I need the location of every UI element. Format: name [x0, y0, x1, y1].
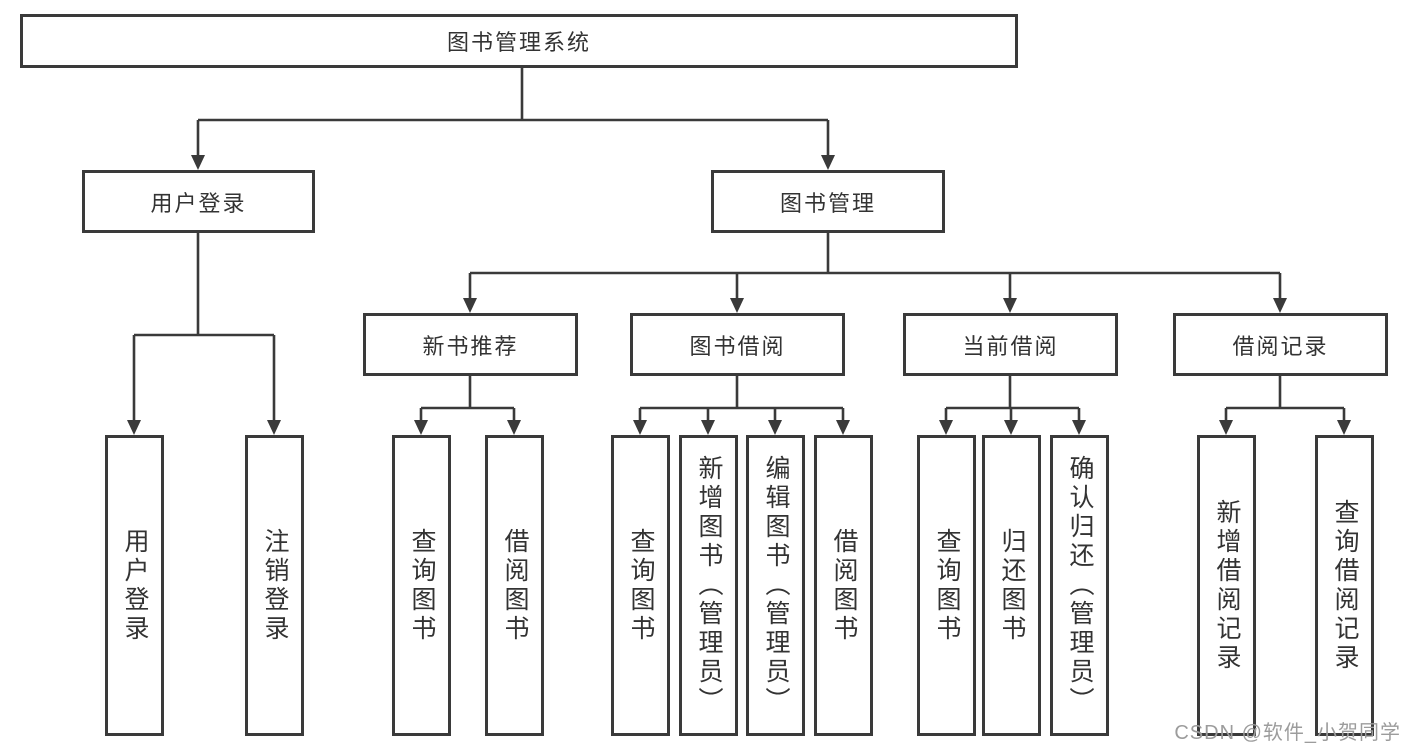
node-system-root: 图书管理系统 — [20, 14, 1018, 68]
leaf-confirm-return-admin: 确认归还（管理员） — [1050, 435, 1109, 736]
node-book-management: 图书管理 — [711, 170, 945, 233]
node-current-borrow: 当前借阅 — [903, 313, 1118, 376]
leaf-query-books-borrow: 查询图书 — [611, 435, 670, 736]
leaf-add-book-admin: 新增图书（管理员） — [679, 435, 738, 736]
node-book-borrow: 图书借阅 — [630, 313, 845, 376]
leaf-query-books-recommend: 查询图书 — [392, 435, 451, 736]
node-borrow-records: 借阅记录 — [1173, 313, 1388, 376]
leaf-user-login: 用户登录 — [105, 435, 164, 736]
leaf-add-borrow-record: 新增借阅记录 — [1197, 435, 1256, 736]
node-new-book-recommend: 新书推荐 — [363, 313, 578, 376]
leaf-query-borrow-record: 查询借阅记录 — [1315, 435, 1374, 736]
csdn-watermark: CSDN @软件_小贺同学 — [1174, 722, 1401, 744]
leaf-edit-book-admin: 编辑图书（管理员） — [746, 435, 805, 736]
leaf-borrow-books-recommend: 借阅图书 — [485, 435, 544, 736]
leaf-return-books: 归还图书 — [982, 435, 1041, 736]
leaf-logout: 注销登录 — [245, 435, 304, 736]
leaf-query-books-current: 查询图书 — [917, 435, 976, 736]
node-user-login: 用户登录 — [82, 170, 315, 233]
leaf-borrow-books: 借阅图书 — [814, 435, 873, 736]
